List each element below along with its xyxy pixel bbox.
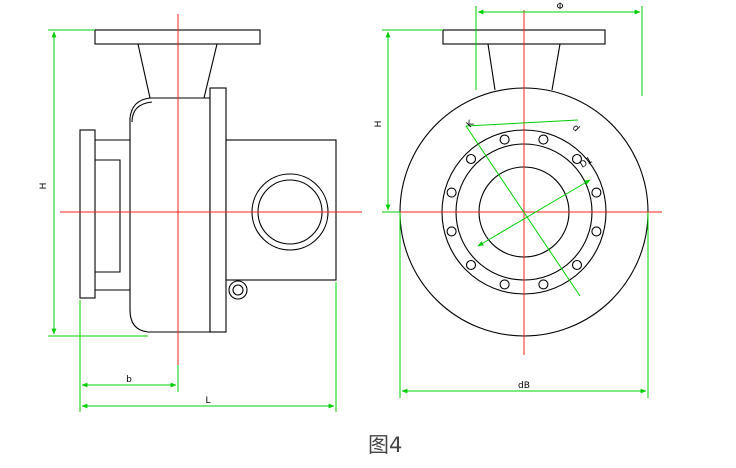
side-view: H b L (39, 14, 362, 412)
label-l: L (205, 396, 210, 406)
bearing-housing (225, 139, 337, 281)
bolt-hole-group (446, 134, 602, 290)
front-view: K d D1 Φ H dB (374, 2, 662, 398)
bolt-hole (571, 153, 583, 165)
bolt-hole (571, 259, 583, 271)
bolt-hole (499, 134, 510, 145)
bolt-hole (446, 226, 457, 237)
label-h-front: H (374, 121, 384, 128)
diag-dimension-a (465, 125, 581, 297)
drain-plug (228, 280, 248, 300)
inlet-nozzle (95, 139, 130, 291)
figure-caption: 图4 (368, 433, 402, 457)
bolt-hole (499, 279, 510, 290)
bolt-hole (591, 187, 602, 198)
diag-dimension-c (465, 119, 579, 127)
front-outlet-neck (487, 43, 561, 91)
inlet-flange (79, 129, 96, 299)
bolt-hole (446, 187, 457, 198)
bolt-hole (465, 153, 477, 165)
label-k: K (465, 118, 477, 130)
casing-cover (209, 87, 227, 333)
label-d: d (570, 123, 581, 134)
label-db: dB (518, 381, 530, 391)
label-h-side: H (39, 183, 49, 190)
bolt-hole (538, 134, 549, 145)
bolt-hole (538, 279, 549, 290)
volute-casing (129, 97, 211, 333)
diag-dimension-b (477, 179, 591, 247)
label-phi: Φ (556, 2, 563, 12)
bolt-hole (591, 226, 602, 237)
label-b: b (126, 375, 132, 385)
bolt-hole (465, 259, 477, 271)
